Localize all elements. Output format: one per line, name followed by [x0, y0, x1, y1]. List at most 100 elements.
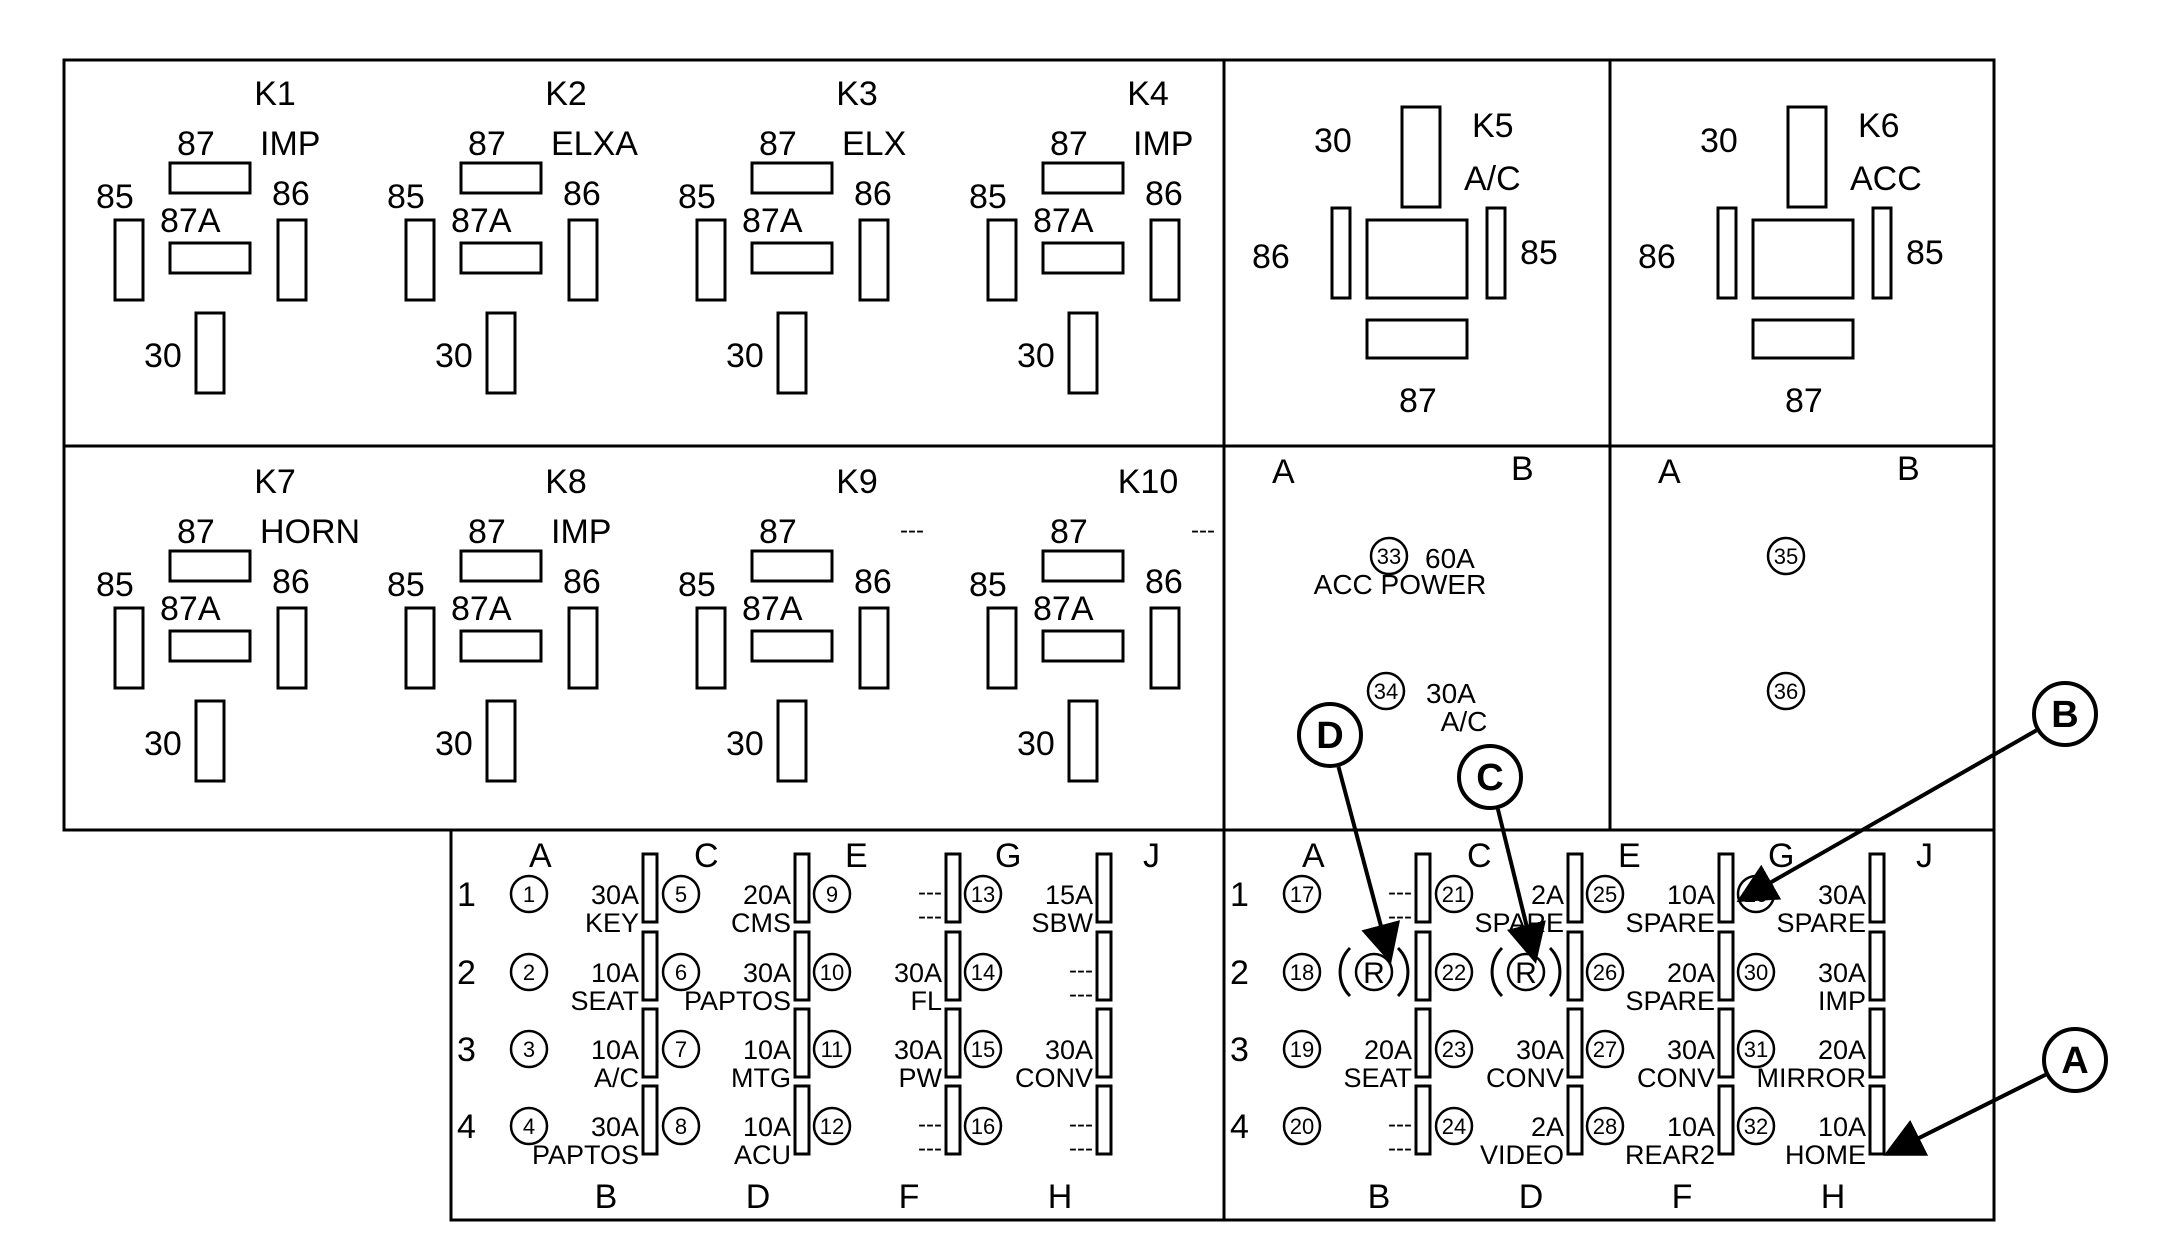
relay-id: K8: [545, 463, 587, 501]
callout-b: B: [1736, 681, 2098, 902]
callout-letter: B: [2051, 694, 2078, 736]
fuse-terminal: [1414, 1084, 1432, 1156]
fuse-18: 18 R: [1282, 930, 1432, 1002]
column-label-top-g: G: [995, 837, 1021, 875]
maxi-fuse-36: 36: [1766, 671, 1806, 711]
row-label-2: 2: [457, 954, 476, 992]
fuse-label: PW: [899, 1063, 943, 1093]
fuse-label: REAR2: [1625, 1140, 1715, 1170]
fuse-amperage: 20A: [1667, 958, 1715, 988]
pin-86-terminal: [858, 218, 890, 302]
row-label-4: 4: [1230, 1108, 1249, 1146]
fuse-number-circle: [1434, 952, 1474, 992]
fuse-number-circle: [1585, 874, 1625, 914]
pin-85-terminal: [695, 606, 727, 690]
callout-circle: [1297, 702, 1363, 768]
fuse-number: 13: [971, 882, 995, 907]
fuse-amperage: 10A: [1667, 1112, 1715, 1142]
relay-function: ACC: [1850, 160, 1922, 198]
pin-85-label: 85: [387, 566, 425, 604]
fuse-number: 25: [1593, 882, 1617, 907]
fuse-terminal: [944, 852, 962, 924]
pin-86-terminal: [567, 606, 599, 690]
fuse-number: 9: [826, 882, 838, 907]
fuse-amperage: ---: [1388, 879, 1412, 906]
fuse-number-circle: [963, 952, 1003, 992]
fuse-terminal: [1566, 1084, 1584, 1156]
pin-87a-label: 87A: [742, 590, 803, 628]
fuse-amperage: 10A: [1667, 880, 1715, 910]
fuse-number-circle: [1369, 536, 1409, 576]
pin-87-terminal: [168, 549, 252, 583]
fuse-label: MIRROR: [1757, 1063, 1867, 1093]
fuse-number: 23: [1442, 1037, 1466, 1062]
fuse-number: 16: [971, 1114, 995, 1139]
fuse-terminal: [793, 930, 811, 1002]
row-label-4: 4: [457, 1108, 476, 1146]
fuse-label: ---: [918, 903, 942, 930]
fuse-terminal: [641, 1007, 659, 1079]
pin-30-label: 30: [1314, 122, 1352, 160]
fuse-terminal: [1095, 852, 1113, 924]
fuse-label: A/C: [594, 1063, 639, 1093]
pin-30-label: 30: [726, 725, 764, 763]
pin-87-label: 87: [1785, 382, 1823, 420]
pin-30-terminal: [776, 699, 808, 783]
fuse-number-circle: [812, 1106, 852, 1146]
pin-87a-terminal: [750, 629, 834, 663]
fuse-label: ---: [918, 1135, 942, 1162]
callout-arrow: [1883, 1072, 2047, 1156]
fuse-amperage: 30A: [1426, 678, 1476, 709]
pin-87-terminal: [750, 549, 834, 583]
fuse-number: 19: [1290, 1037, 1314, 1062]
fuse-amperage: 10A: [591, 1035, 639, 1065]
fuse-number: 15: [971, 1037, 995, 1062]
pin-87-terminal: [459, 549, 543, 583]
fuse-number: 18: [1290, 960, 1314, 985]
fuse-terminal: [944, 930, 962, 1002]
relay-arc-right: [1548, 946, 1562, 998]
fuse-label: SPARE: [1474, 908, 1564, 938]
fuse-number: 31: [1744, 1037, 1768, 1062]
pin-86-terminal: [1149, 218, 1181, 302]
fuse-number-circle: [1434, 1029, 1474, 1069]
pin-87a-label: 87A: [160, 590, 221, 628]
fuse-amperage: ---: [1388, 1111, 1412, 1138]
fuse-label: SEAT: [570, 986, 639, 1016]
fuse-terminal: [1566, 1007, 1584, 1079]
fuse-amperage: 30A: [1045, 1035, 1093, 1065]
fuse-number: 32: [1744, 1114, 1768, 1139]
fuse-amperage: 30A: [894, 958, 942, 988]
fuse-number-circle: [1766, 671, 1806, 711]
fuse-number: 17: [1290, 882, 1314, 907]
pin-87-terminal: [168, 161, 252, 195]
callout-arrow: [1495, 808, 1546, 964]
fuse-20: 20------: [1282, 1084, 1432, 1162]
column-label-top-j: J: [1916, 837, 1933, 875]
fuse-label: IMP: [1818, 986, 1866, 1016]
pin-30-terminal: [1067, 699, 1099, 783]
callout-letter: A: [2061, 1040, 2088, 1082]
fuse-number-circle: [509, 1029, 549, 1069]
fuse-number-circle: [963, 1106, 1003, 1146]
pin-86-label: 86: [1145, 563, 1183, 601]
fuse-terminal: [1717, 1007, 1735, 1079]
relay-socket-symbol: R: [1338, 946, 1410, 998]
fuse-amperage: 10A: [743, 1112, 791, 1142]
fuse-number-circle: [1434, 1106, 1474, 1146]
fuse-amperage: 30A: [591, 1112, 639, 1142]
fuse-label: SPARE: [1776, 908, 1866, 938]
fuse-number-circle: [1282, 1029, 1322, 1069]
fuse-amperage: 30A: [1818, 958, 1866, 988]
